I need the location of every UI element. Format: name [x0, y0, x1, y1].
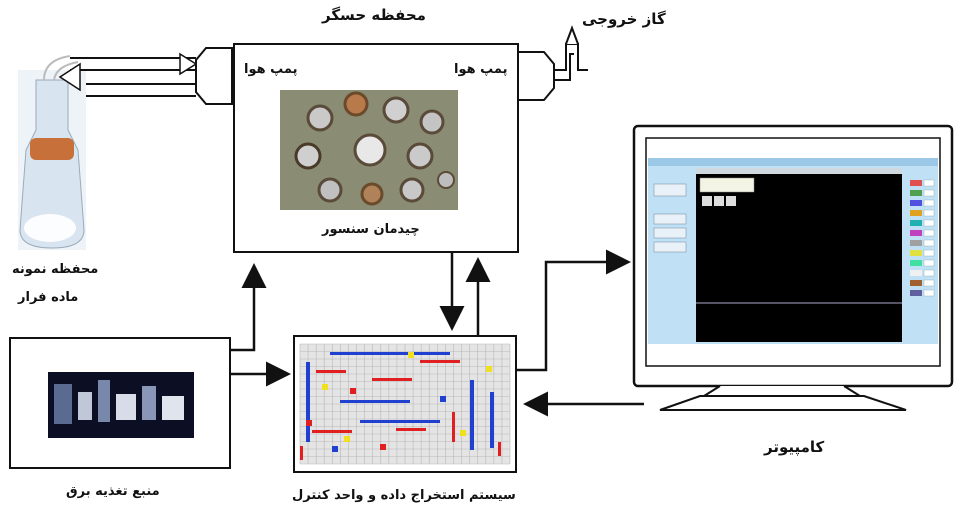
arrow-power-to-chamber	[230, 263, 267, 352]
left-pump-connector	[195, 47, 233, 105]
computer-label: کامپیوتر	[764, 438, 825, 456]
power-supply-photo	[48, 372, 194, 438]
software-screen	[648, 158, 938, 344]
right-pump-label: پمپ هوا	[454, 62, 508, 77]
exhaust-connector	[517, 25, 588, 101]
sensor-array-photo	[280, 90, 458, 210]
sample-flask-image	[18, 55, 86, 250]
sample-chamber-label-line2: ماده فرار	[18, 290, 79, 305]
sample-chamber-label-line1: محفظه نمونه	[12, 262, 99, 277]
sensor-chamber-title: محفظه حسگر	[322, 6, 426, 24]
sensor-array-label: چیدمان سنسور	[322, 222, 420, 237]
control-board-image	[299, 343, 511, 465]
gas-tubes	[58, 52, 198, 97]
arrow-control-to-computer	[516, 249, 631, 372]
exhaust-gas-label: گاز خروجی	[582, 10, 666, 28]
control-unit-label: سیستم استخراج داده و واحد کنترل	[292, 488, 516, 503]
left-pump-label: پمپ هوا	[244, 62, 298, 77]
power-supply-label: منبع تغذیه برق	[66, 484, 160, 499]
